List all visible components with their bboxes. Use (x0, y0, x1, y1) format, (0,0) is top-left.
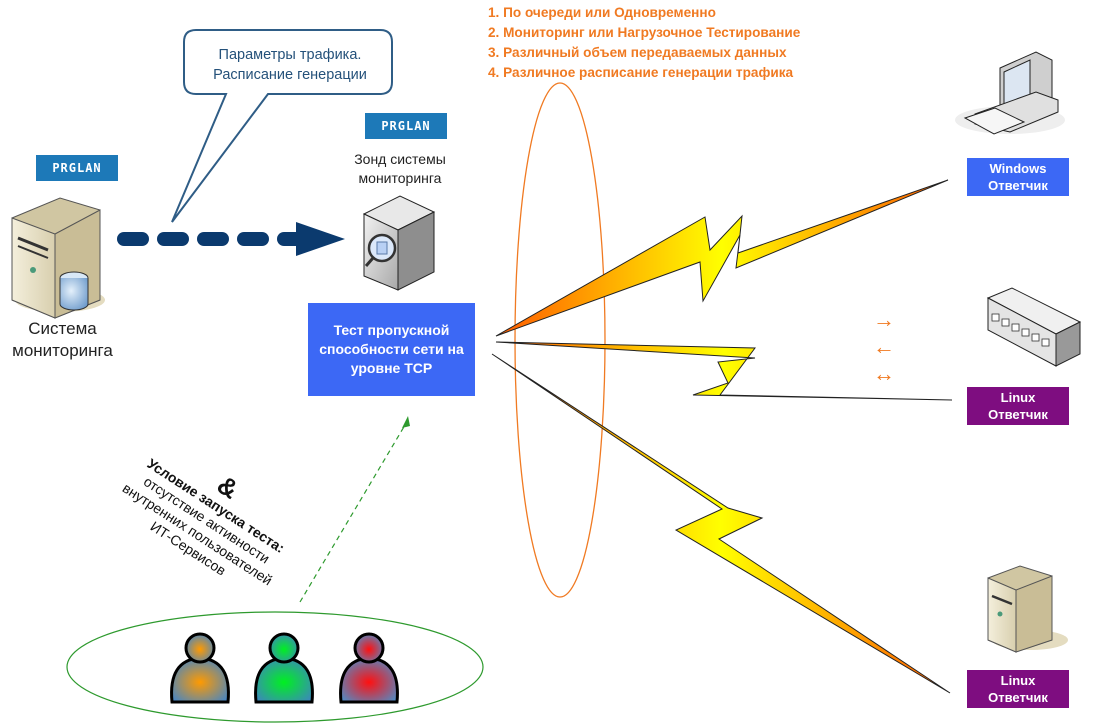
feature-item: 2. Мониторинг или Нагрузочное Тестирован… (488, 25, 801, 40)
users-group-ellipse (66, 611, 484, 723)
responder-os: Windows (989, 161, 1047, 176)
responder-os: Linux (1000, 673, 1036, 688)
callout-bubble (171, 29, 393, 223)
feature-item: 1. По очереди или Одновременно (488, 5, 716, 20)
responder-role: Ответчик (988, 690, 1048, 705)
callout-line: Параметры трафика. (218, 47, 362, 63)
monitoring-server-icon (11, 197, 105, 319)
callout-text: Параметры трафика. Расписание генерации (190, 45, 390, 85)
arrow-left-icon: ← (873, 334, 895, 359)
user-icon-orange (170, 632, 230, 704)
lightning-bolt-windows (495, 179, 949, 337)
prolan-logo: PRGLAN (365, 113, 447, 139)
user-icon-red (339, 632, 399, 704)
label-line: мониторинга (358, 170, 442, 186)
network-switch-icon (986, 287, 1082, 367)
windows-responder-box: Windows Ответчик (967, 158, 1069, 196)
trigger-arrowhead (402, 416, 410, 428)
feature-item: 4. Различное расписание генерации трафик… (488, 65, 794, 80)
user-icon-green (254, 632, 314, 704)
probe-device-icon (362, 195, 436, 291)
linux-responder-box: Linux Ответчик (967, 387, 1069, 425)
label-line: мониторинга (12, 341, 113, 360)
responder-role: Ответчик (988, 407, 1048, 422)
prolan-logo: PRGLAN (36, 155, 118, 181)
responder-role: Ответчик (988, 178, 1048, 193)
lightning-bolt-linux-server (491, 353, 951, 694)
config-flow-arrow (117, 222, 345, 256)
feature-list: 1. По очереди или Одновременно 2. Монито… (488, 3, 800, 83)
concurrency-ellipse (514, 82, 606, 598)
test-box-label: Тест пропускной способности сети на уров… (319, 322, 464, 376)
trigger-dashed-line (299, 419, 409, 603)
lightning-bolt-linux-switch (495, 341, 953, 401)
server-icon (987, 565, 1068, 653)
label-line: Система (28, 319, 97, 338)
feature-item: 3. Различный объем передаваемых данных (488, 45, 787, 60)
arrow-both-icon: ↔ (873, 361, 895, 386)
callout-line: Расписание генерации (213, 67, 367, 83)
responder-os: Linux (1000, 390, 1036, 405)
probe-label: Зонд системы мониторинга (330, 150, 470, 188)
workstation-icon (955, 51, 1065, 135)
monitoring-system-label: Система мониторинга (0, 318, 125, 362)
label-line: Зонд системы (354, 151, 446, 167)
linux-responder-box: Linux Ответчик (967, 670, 1069, 708)
direction-arrows: → ← ↔ (866, 306, 902, 387)
tcp-throughput-test-box: Тест пропускной способности сети на уров… (308, 303, 475, 396)
arrow-right-icon: → (873, 307, 895, 332)
